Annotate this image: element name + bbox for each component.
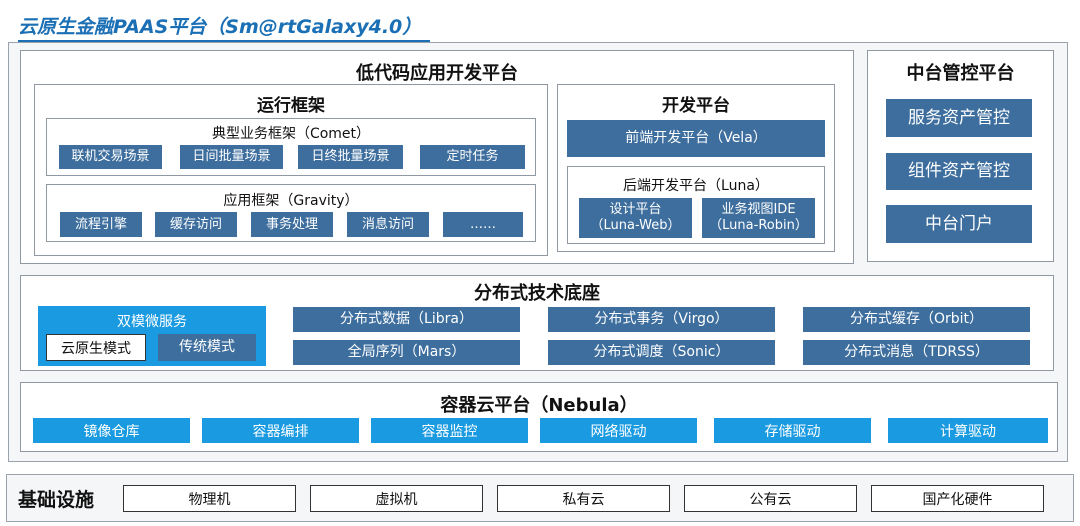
lowcode-title: 低代码应用开发平台 bbox=[356, 63, 518, 84]
infra-physical: 物理机 bbox=[123, 485, 296, 512]
infra-domestic-hardware: 国产化硬件 bbox=[871, 485, 1044, 512]
mid-item-component: 组件资产管控 bbox=[886, 153, 1032, 190]
comet-item-daybatch: 日间批量场景 bbox=[180, 145, 283, 169]
infra-private-cloud: 私有云 bbox=[497, 485, 670, 512]
comet-item-eodbatch: 日终批量场景 bbox=[298, 145, 403, 169]
container-title: 容器云平台（Nebula） bbox=[440, 395, 638, 416]
runtime-title: 运行框架 bbox=[257, 96, 325, 116]
gravity-title: 应用框架（Gravity） bbox=[223, 193, 359, 209]
mid-item-portal: 中台门户 bbox=[886, 205, 1032, 243]
dist-tdrss: 分布式消息（TDRSS） bbox=[803, 340, 1030, 365]
luna-title: 后端开发平台（Luna） bbox=[623, 178, 769, 194]
container-monitoring: 容器监控 bbox=[371, 418, 528, 443]
dist-virgo: 分布式事务（Virgo） bbox=[548, 307, 775, 332]
gravity-item-cache: 缓存访问 bbox=[155, 212, 237, 237]
luna-web-name: 设计平台 bbox=[609, 202, 662, 218]
luna-robin: 业务视图IDE （Luna-Robin） bbox=[702, 198, 815, 238]
gravity-item-more: …… bbox=[443, 212, 523, 237]
dist-mars: 全局序列（Mars） bbox=[293, 340, 520, 365]
infra-virtual: 虚拟机 bbox=[310, 485, 483, 512]
luna-web-code: （Luna-Web） bbox=[590, 218, 681, 233]
traditional-mode: 传统模式 bbox=[158, 334, 256, 361]
gravity-item-message: 消息访问 bbox=[347, 212, 429, 237]
container-cloud: 容器云平台（Nebula） bbox=[20, 382, 1058, 452]
comet-item-timer: 定时任务 bbox=[420, 145, 525, 169]
mid-title: 中台管控平台 bbox=[906, 63, 1015, 84]
dist-libra: 分布式数据（Libra） bbox=[293, 307, 520, 332]
luna-web: 设计平台 （Luna-Web） bbox=[579, 198, 692, 238]
network-driver: 网络驱动 bbox=[540, 418, 697, 443]
distributed-title: 分布式技术底座 bbox=[474, 283, 600, 304]
container-orchestration: 容器编排 bbox=[202, 418, 359, 443]
comet-title: 典型业务框架（Comet） bbox=[211, 126, 371, 142]
page-title: 云原生金融PAAS平台（Sm@rtGalaxy4.0） bbox=[18, 16, 422, 38]
dev-title: 开发平台 bbox=[662, 96, 730, 116]
title-underline bbox=[18, 40, 430, 42]
gravity-item-transaction: 事务处理 bbox=[251, 212, 333, 237]
infra-title: 基础设施 bbox=[18, 489, 95, 511]
storage-driver: 存储驱动 bbox=[714, 418, 871, 443]
comet-item-online: 联机交易场景 bbox=[59, 145, 162, 169]
cloud-native-mode: 云原生模式 bbox=[46, 334, 146, 361]
dist-sonic: 分布式调度（Sonic） bbox=[548, 340, 775, 365]
luna-robin-name: 业务视图IDE bbox=[721, 202, 796, 218]
compute-driver: 计算驱动 bbox=[888, 418, 1048, 443]
dist-orbit: 分布式缓存（Orbit） bbox=[803, 307, 1030, 332]
luna-robin-code: （Luna-Robin） bbox=[709, 218, 808, 233]
dual-mode-title: 双模微服务 bbox=[117, 314, 187, 330]
vela-frontend: 前端开发平台（Vela） bbox=[567, 120, 825, 157]
container-registry: 镜像仓库 bbox=[33, 418, 190, 443]
gravity-item-process: 流程引擎 bbox=[60, 212, 142, 237]
infra-public-cloud: 公有云 bbox=[684, 485, 857, 512]
mid-item-service: 服务资产管控 bbox=[886, 99, 1032, 137]
